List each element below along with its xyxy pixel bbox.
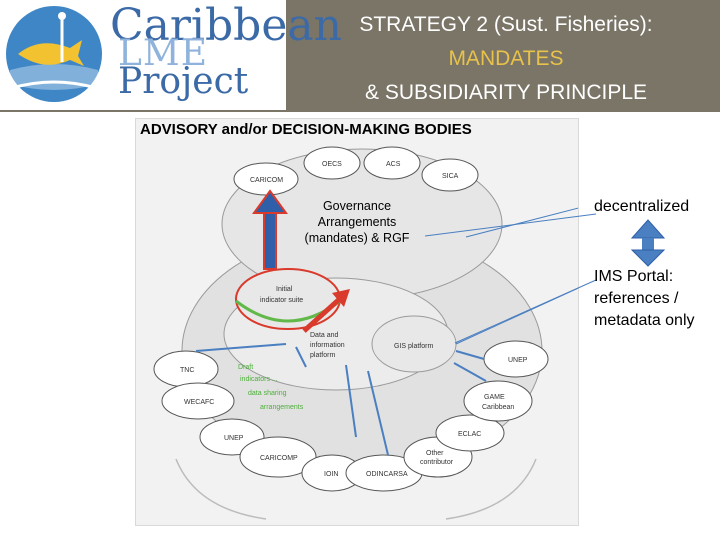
svg-text:platform: platform (310, 352, 335, 359)
svg-text:ECLAC: ECLAC (458, 431, 481, 438)
top-node-sica: SICA (421, 158, 479, 192)
svg-text:Draft: Draft (238, 364, 253, 371)
svg-text:Caribbean: Caribbean (482, 404, 514, 411)
svg-text:indicators ...: indicators ... (240, 376, 278, 383)
title-line-mandates: MANDATES (448, 47, 564, 70)
decentralized-label: decentralized (594, 198, 690, 215)
ims-portal-label: IMS Portal: references / metadata only (594, 268, 695, 329)
ring-node-wecafc: WECAFC (161, 382, 235, 420)
connector-arrows (195, 343, 487, 456)
diagram-title: ADVISORY and/or DECISION-MAKING BODIES (140, 121, 472, 138)
svg-text:ODINCARSA: ODINCARSA (366, 471, 408, 478)
svg-text:indicator suite: indicator suite (260, 297, 303, 304)
svg-text:information: information (310, 342, 345, 349)
data-platform-node: Data and (310, 332, 339, 339)
svg-text:IOIN: IOIN (324, 471, 338, 478)
top-node-oecs: OECS (303, 146, 361, 180)
caribbean-lme-logo: Caribbean LME Project (0, 0, 342, 110)
logo-emblem-icon (6, 6, 102, 102)
svg-text:CARICOMP: CARICOMP (260, 455, 298, 462)
logo-text-caribbean: Caribbean (110, 0, 342, 51)
ring-node-unep-right: UNEP (483, 340, 549, 378)
title-line-1: STRATEGY 2 (Sust. Fisheries): (359, 13, 653, 36)
ring-node-tnc: TNC (153, 350, 219, 388)
governance-label: Governance Arrangements (mandates) & RGF (304, 199, 410, 245)
initial-indicator-node: Initial (276, 286, 293, 293)
red-arrow-diagonal-icon (302, 289, 350, 333)
svg-text:contributor: contributor (420, 459, 454, 466)
svg-text:OECS: OECS (322, 161, 342, 168)
svg-text:SICA: SICA (442, 173, 459, 180)
ring-node-caricomp: CARICOMP (239, 436, 317, 478)
svg-text:WECAFC: WECAFC (184, 399, 214, 406)
ring-node-game-caribbean: GAME Caribbean (463, 380, 533, 422)
svg-text:ACS: ACS (386, 161, 401, 168)
red-arrow-up-icon (252, 189, 288, 270)
green-note: Draft indicators ... data sharing arrang… (238, 364, 304, 411)
governance-diagram: Initial indicator suite GIS platform Dat… (135, 118, 579, 526)
svg-text:arrangements: arrangements (260, 404, 304, 411)
svg-text:GAME: GAME (484, 394, 505, 401)
top-node-caricom: CARICOM (233, 162, 299, 196)
top-node-acs: ACS (363, 146, 421, 180)
logo-text-lme: LME (118, 33, 209, 74)
title-line-3: & SUBSIDIARITY PRINCIPLE (364, 81, 648, 104)
svg-text:Other: Other (426, 450, 444, 457)
diagram-graphic: Initial indicator suite GIS platform Dat… (153, 146, 578, 520)
ring-node-eclac: ECLAC (435, 414, 505, 452)
svg-text:TNC: TNC (180, 367, 194, 374)
double-arrow-icon (630, 219, 666, 267)
svg-text:CARICOM: CARICOM (250, 177, 283, 184)
logo-text-project: Project (118, 61, 249, 102)
slide-title: STRATEGY 2 (Sust. Fisheries): MANDATES &… (296, 8, 716, 110)
svg-text:UNEP: UNEP (508, 357, 528, 364)
svg-text:UNEP: UNEP (224, 435, 244, 442)
gis-platform-node: GIS platform (394, 343, 433, 350)
svg-text:data sharing: data sharing (248, 390, 287, 397)
